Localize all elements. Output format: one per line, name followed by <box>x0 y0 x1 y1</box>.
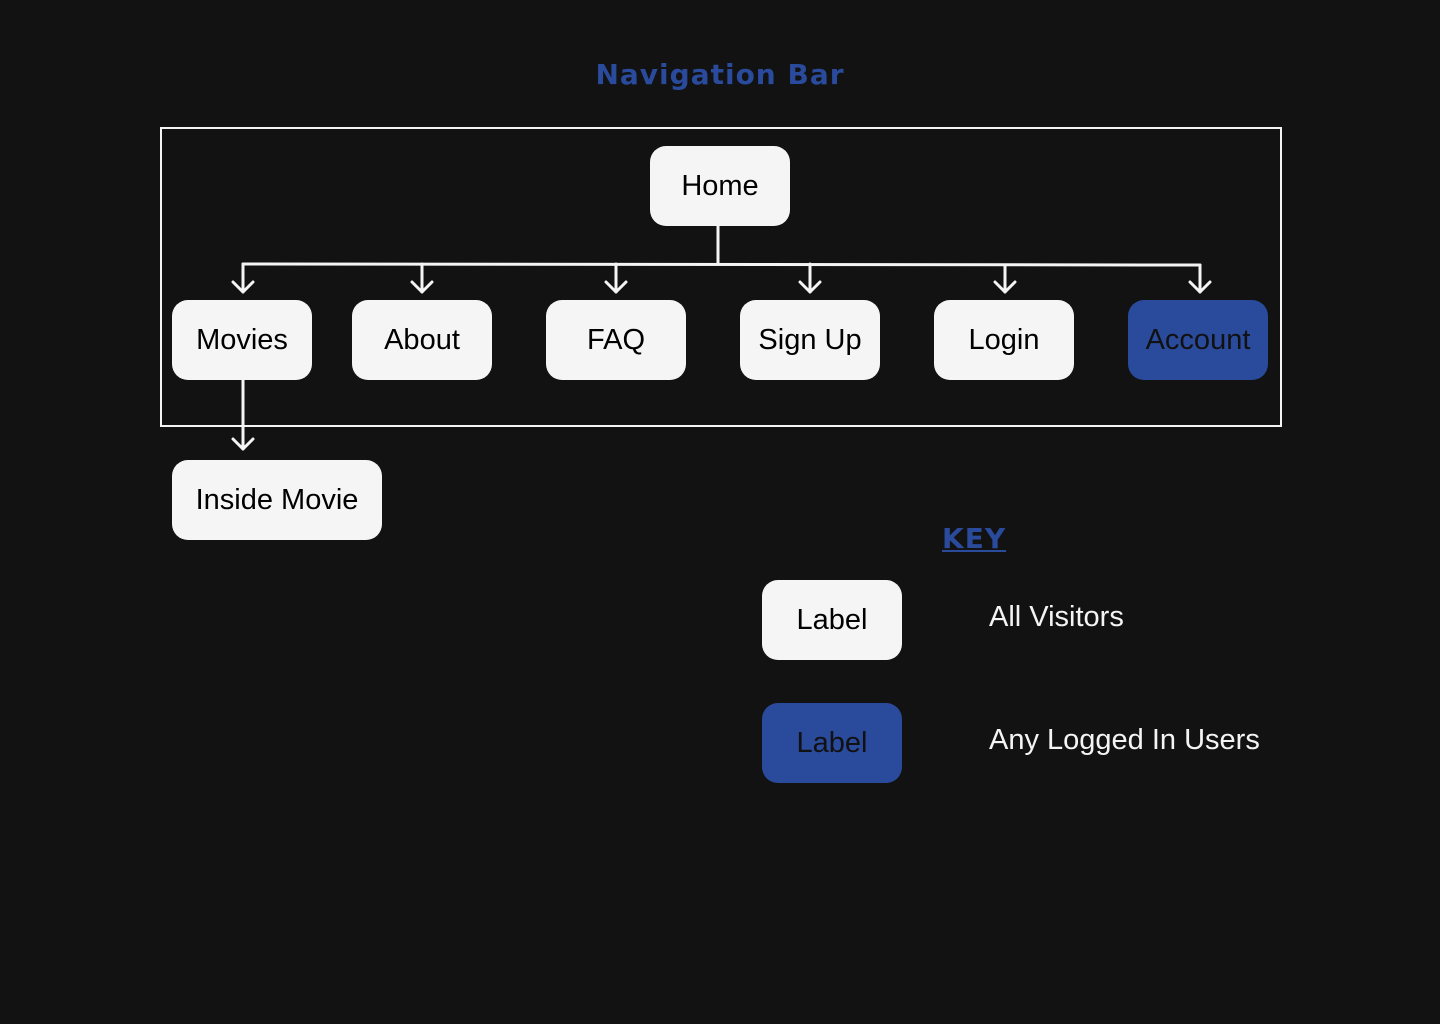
connector-home-to-signup <box>798 262 822 294</box>
connector-movies-to-inside-movie <box>231 378 255 451</box>
node-login: Login <box>934 300 1074 380</box>
node-home: Home <box>650 146 790 226</box>
key-description-all-visitors: All Visitors <box>989 601 1124 633</box>
connector-home-to-faq <box>604 262 628 294</box>
connector-home-to-login <box>993 263 1017 294</box>
diagram-title: Navigation Bar <box>595 58 845 91</box>
connector-home-to-movies <box>231 262 255 294</box>
node-account: Account <box>1128 300 1268 380</box>
connector-home-to-about <box>410 262 434 294</box>
node-sign-up: Sign Up <box>740 300 880 380</box>
node-movies: Movies <box>172 300 312 380</box>
key-swatch-all-visitors: Label <box>762 580 902 660</box>
key-title: KEY <box>942 522 1007 555</box>
key-description-logged-in-users: Any Logged In Users <box>989 724 1260 756</box>
node-about: About <box>352 300 492 380</box>
connector-home-to-account <box>1188 263 1212 294</box>
key-swatch-logged-in-users: Label <box>762 703 902 783</box>
navigation-bar-frame <box>160 127 1282 427</box>
connector-bus <box>241 262 1202 267</box>
node-faq: FAQ <box>546 300 686 380</box>
node-inside-movie: Inside Movie <box>172 460 382 540</box>
